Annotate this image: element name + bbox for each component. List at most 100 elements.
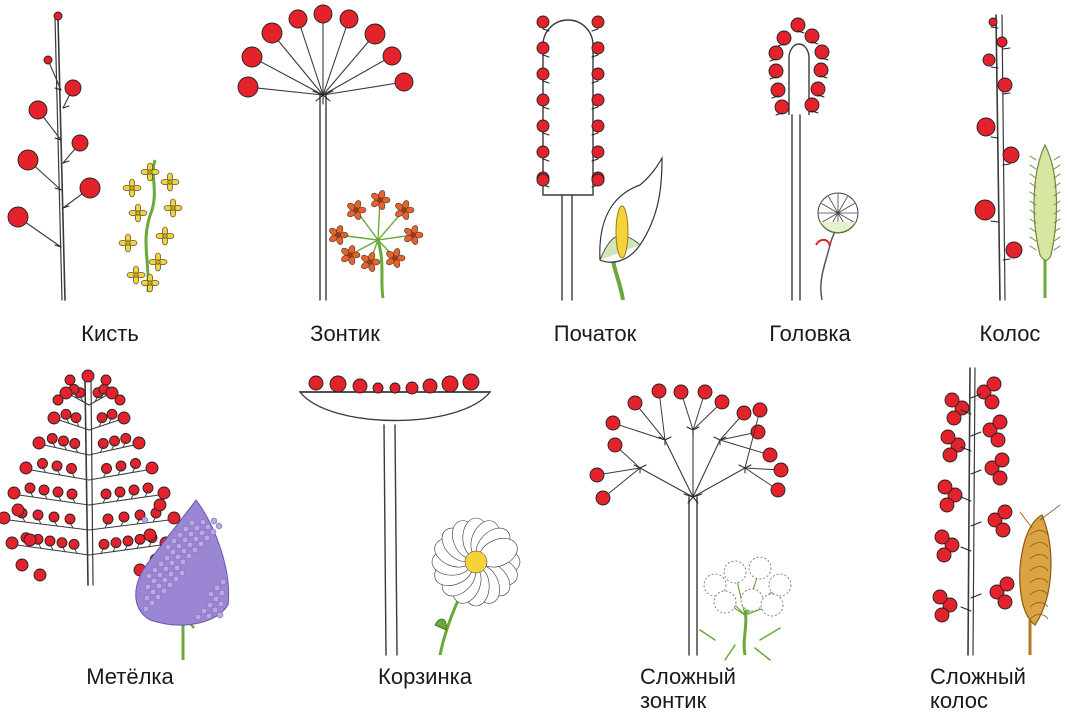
flower-dot [805,98,819,112]
flower-dot [238,77,258,97]
lilac-floret [210,529,216,535]
flower-dot [8,487,20,499]
example-stem [744,610,746,655]
flower-dot [811,82,825,96]
stem-line [323,34,375,95]
bract-mark [971,470,981,474]
flower-dot [771,483,785,497]
flower-center [148,281,153,286]
lilac-floret [205,524,211,530]
bract-mark [543,107,549,109]
flower-dot [592,146,604,158]
flower-dot [353,379,367,393]
bract-mark [971,522,981,526]
lilac-floret [145,584,151,590]
lilac-floret [142,517,148,523]
flower-dot [985,395,999,409]
stem-line [693,440,720,497]
flower-dot [0,512,10,524]
lilac-floret [170,549,176,555]
flower-center [136,211,141,216]
lilac-floret [206,613,212,619]
flower-dot [80,178,100,198]
flower-dot [18,150,38,170]
bract-mark [714,437,720,440]
flower-dot [763,448,777,462]
lilac-floret [177,532,183,538]
example-leaf [760,628,780,640]
caption-kist: Кисть [55,322,165,346]
stem-line [613,423,665,440]
flower-dot [395,73,413,91]
lilac-floret [220,579,226,585]
lilac-floret [152,567,158,573]
lilac-floret [150,589,156,595]
example-sepal [816,240,830,246]
flower-dot [115,395,125,405]
spadix-scheme [537,16,604,300]
flower-dot [16,559,28,571]
flower-dot [769,46,783,60]
lilac-floret [217,612,223,618]
flower-center [171,206,176,211]
wheat-ear-icon [1020,505,1060,655]
flower-dot [1006,242,1022,258]
flower-dot [995,453,1009,467]
yellow-flower [161,173,179,191]
lilac-floret [174,565,180,571]
flower-dot [133,437,145,449]
flower-dot [34,569,46,581]
lilac-floret [198,541,204,547]
caption-slozhny-zontik-line-1: Сложный [640,665,790,689]
flower-dot [977,118,995,136]
lilac-floret [211,518,217,524]
example-leaf [755,648,770,660]
caption-slozhny-kolos: Сложный колос [930,665,1060,713]
caption-slozhny-zontik-line-2: зонтик [640,689,790,713]
flower-dot [406,382,418,394]
flower-dot [940,498,954,512]
yellow-flower [149,253,167,271]
lilac-floret [149,600,155,606]
orange-flower [340,245,360,266]
flower-center [402,208,407,213]
caption-korzinka: Корзинка [360,665,490,689]
flower-dot [44,56,52,64]
flower-dot [373,383,383,393]
spike-scheme [975,15,1022,300]
white-umbellet [741,589,763,611]
compound-umbel-scheme [590,384,788,655]
flower-dot [737,406,751,420]
flower-center [134,273,139,278]
lilac-floret [168,571,174,577]
lilac-floret [144,595,150,601]
yellow-flower [119,234,137,252]
lilac-floret [193,536,199,542]
flower-dot [814,63,828,77]
flower-dot [309,376,323,390]
flower-dot [996,523,1010,537]
lilac-floret [180,559,186,565]
flower-dot [118,412,130,424]
flower-dot [537,94,549,106]
flower-dot [698,385,712,399]
bract-mark [991,221,998,222]
flower-dot [12,504,24,516]
flower-dot [998,595,1012,609]
caption-slozhny-zontik: Сложный зонтик [640,665,790,713]
lilac-floret [162,577,168,583]
orange-flower [328,225,348,246]
flower-dot [383,47,401,65]
panicle-scheme [0,370,180,585]
flower-dot [771,83,785,97]
stem-line [665,440,693,497]
flower-dot [753,403,767,417]
head-scheme [769,18,829,300]
flower-dot [935,530,949,544]
flower-dot [592,68,604,80]
stem-line [640,468,693,497]
flower-dot [29,101,47,119]
lilac-floret [173,576,179,582]
flower-dot [330,376,346,392]
